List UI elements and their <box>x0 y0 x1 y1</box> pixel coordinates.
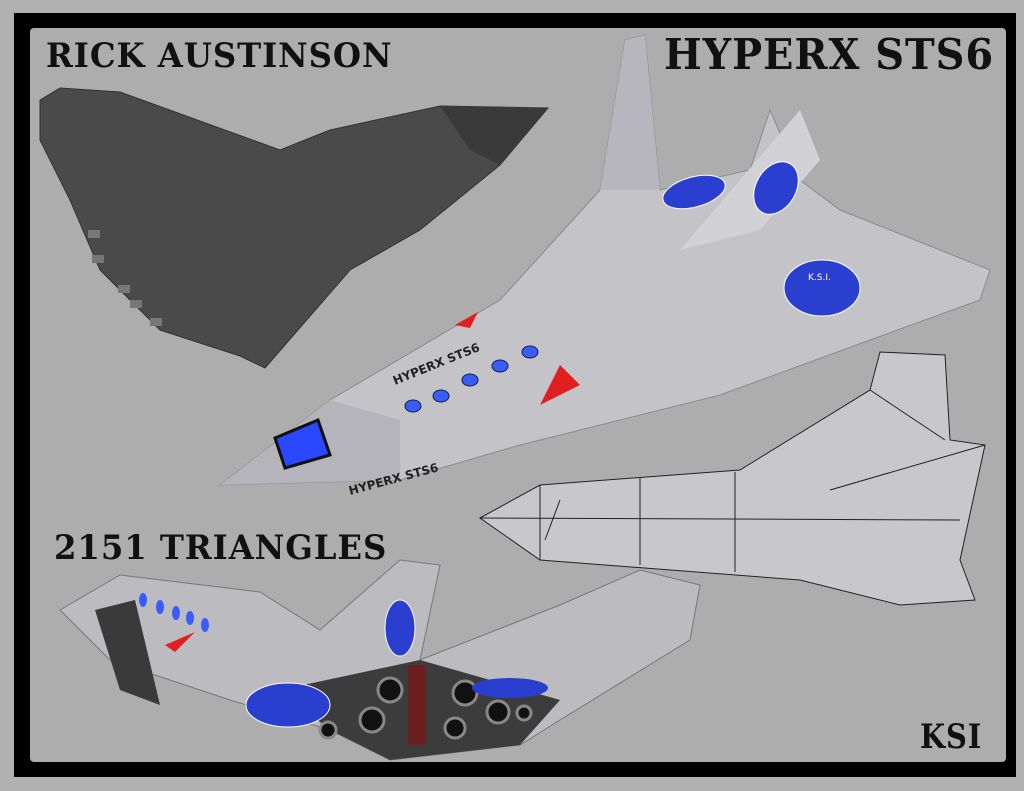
ksi-badge <box>783 259 861 317</box>
triangle-count-label: 2151 TRIANGLES <box>54 528 388 568</box>
badge-text: K.S.I. <box>808 273 831 283</box>
ksi-badge <box>384 599 416 657</box>
author-label: RICK AUSTINSON <box>46 36 393 76</box>
engine-grille <box>408 665 426 745</box>
ksi-badge <box>472 678 548 698</box>
studio-label: KSI <box>920 717 983 757</box>
cockpit-window <box>273 417 332 470</box>
model-title: HYPERX STS6 <box>664 30 995 79</box>
ship-wireframe-view <box>479 351 986 606</box>
ship-main-view: HYPERX STS6 HYPERX STS6 K.S.I. <box>218 34 991 498</box>
ksi-badge <box>662 174 726 210</box>
porthole-windows <box>139 593 209 632</box>
ship-underside-view <box>39 87 550 369</box>
ship-rear-view <box>59 559 701 761</box>
porthole-windows <box>404 345 539 413</box>
engine-nozzles <box>318 676 533 740</box>
ksi-badge <box>245 682 331 728</box>
ksi-badge <box>753 161 799 215</box>
